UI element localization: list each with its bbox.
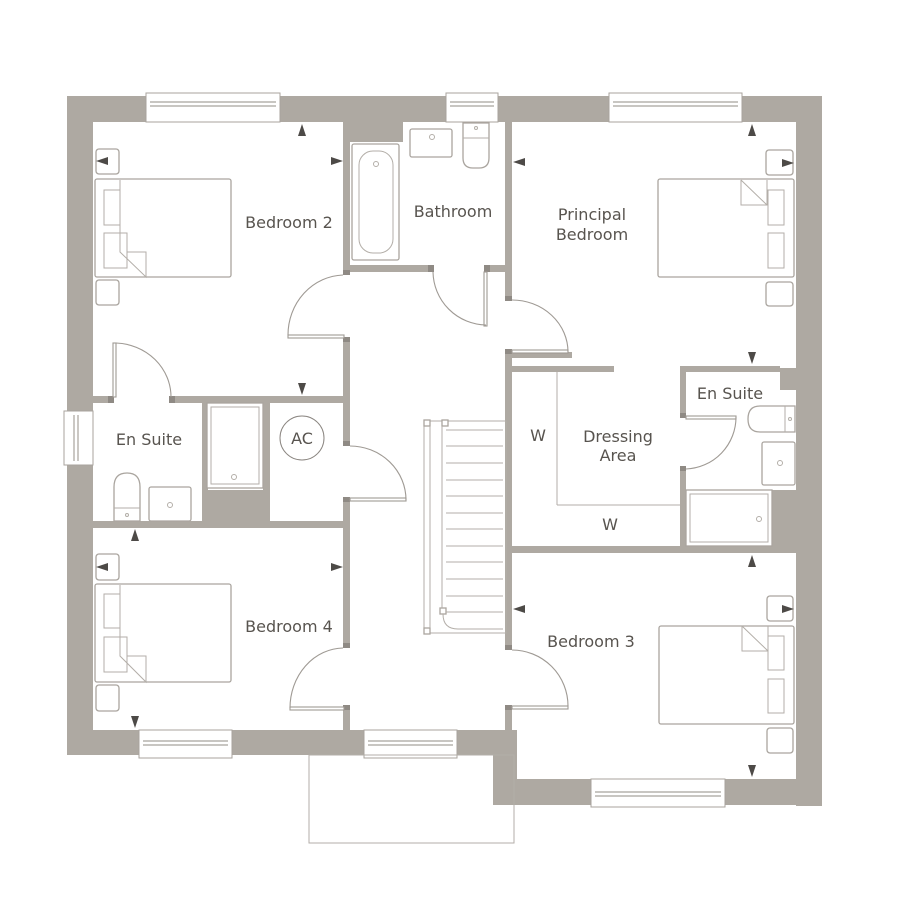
label-dressing-line2: Area	[600, 446, 637, 465]
label-bathroom: Bathroom	[414, 202, 493, 221]
toilet-bathroom	[462, 122, 490, 169]
door-bathroom[interactable]	[432, 271, 488, 327]
external-walls	[67, 96, 822, 806]
internal-walls	[93, 122, 796, 730]
door-ensuite-left[interactable]	[112, 342, 172, 398]
bed-bedroom2	[94, 148, 232, 306]
bed-principal	[657, 149, 795, 307]
toilet-ensuite-left	[113, 472, 141, 522]
shower-ensuite-right	[685, 489, 773, 547]
bed-bedroom4	[94, 553, 232, 712]
bed-bedroom3	[658, 595, 795, 754]
basin-bathroom	[409, 128, 453, 158]
label-ensuite-right: En Suite	[697, 384, 763, 403]
wardrobe-lines	[556, 372, 680, 506]
door-ensuite-right[interactable]	[685, 415, 737, 470]
doors	[112, 271, 737, 711]
airing-cupboard: AC	[279, 415, 325, 461]
door-bedroom4[interactable]	[289, 647, 345, 711]
windows	[63, 92, 743, 808]
basin-ensuite-left	[148, 486, 192, 522]
staircase[interactable]	[423, 419, 507, 635]
basin-ensuite-right	[761, 441, 796, 486]
label-principal-line1: Principal	[558, 205, 626, 224]
ac-label: AC	[291, 429, 313, 448]
door-jambs	[108, 265, 686, 710]
room-labels: Bedroom 2 Bathroom Principal Bedroom En …	[116, 202, 763, 651]
label-wardrobe-bottom: W	[602, 515, 618, 534]
label-ensuite-left: En Suite	[116, 430, 182, 449]
door-airing-cupboard[interactable]	[349, 445, 407, 502]
door-bedroom2[interactable]	[287, 274, 345, 339]
label-dressing-line1: Dressing	[583, 427, 653, 446]
label-bedroom4: Bedroom 4	[245, 617, 333, 636]
porch-outline	[308, 754, 515, 844]
shower-ensuite-left	[206, 402, 264, 489]
label-bedroom3: Bedroom 3	[547, 632, 635, 651]
toilet-ensuite-right	[747, 405, 796, 433]
position-arrows	[96, 124, 794, 777]
bath-tub	[351, 143, 400, 261]
label-principal-line2: Bedroom	[556, 225, 628, 244]
label-bedroom2: Bedroom 2	[245, 213, 333, 232]
label-wardrobe-left: W	[530, 426, 546, 445]
door-principal-bedroom[interactable]	[511, 299, 569, 354]
door-bedroom3[interactable]	[511, 649, 569, 710]
